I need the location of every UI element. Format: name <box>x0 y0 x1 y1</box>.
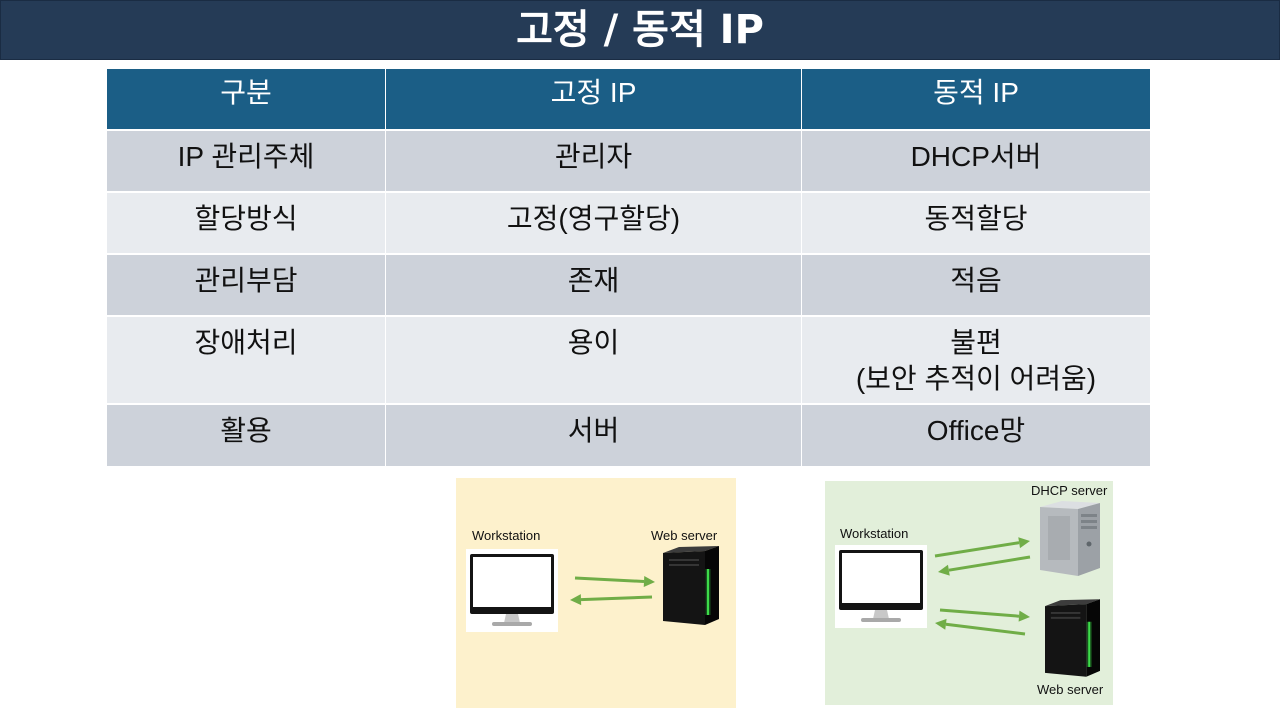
arrows-layer <box>570 575 655 606</box>
arrow-shaft <box>934 541 1020 558</box>
dynamic-ip-cell: DHCP서버 <box>802 131 1150 191</box>
arrow-head <box>570 594 582 606</box>
static-ip-diagram: Workstation Web server <box>456 478 736 708</box>
arrow-head <box>1018 610 1030 622</box>
web-server-label: Web server <box>651 528 718 543</box>
row-label: 관리부담 <box>107 255 385 315</box>
server-icon <box>663 546 719 625</box>
monitor-base <box>861 618 901 622</box>
dynamic-ip-cell: 적음 <box>802 255 1150 315</box>
column-header-dynamic-ip: 동적 IP <box>802 69 1150 129</box>
server-top-face <box>1040 501 1100 509</box>
comparison-table: 구분 고정 IP 동적 IP IP 관리주체 관리자 DHCP서버 할당방식 고… <box>107 69 1150 466</box>
row-label: 활용 <box>107 405 385 466</box>
monitor-screen <box>473 557 551 607</box>
arrow-right-icon <box>574 575 655 587</box>
server-front-face <box>663 551 705 625</box>
arrow-shaft <box>939 608 1020 618</box>
server-icon <box>1040 501 1100 576</box>
workstation-label: Workstation <box>840 526 909 541</box>
server-front-face <box>1045 604 1087 677</box>
arrow-head <box>935 618 947 630</box>
server-drive-bay <box>1050 616 1081 619</box>
static-ip-cell: 관리자 <box>386 131 801 191</box>
arrow-right-icon <box>939 608 1030 622</box>
server-drive-bay <box>1081 514 1097 517</box>
server-top-face <box>663 546 719 553</box>
arrow-head <box>643 575 655 587</box>
title-bar: 고정 / 동적 IP <box>0 0 1280 60</box>
monitor-icon <box>466 549 558 632</box>
column-header-category: 구분 <box>107 69 385 129</box>
arrow-shaft <box>948 555 1031 572</box>
dynamic-ip-cell: 불편 (보안 추적이 어려움) <box>802 317 1150 403</box>
monitor-base <box>492 622 532 626</box>
row-label: IP 관리주체 <box>107 131 385 191</box>
dynamic-ip-cell: 동적할당 <box>802 193 1150 253</box>
static-ip-cell: 고정(영구할당) <box>386 193 801 253</box>
web-server-label: Web server <box>1037 682 1104 697</box>
arrow-left-icon <box>938 555 1031 576</box>
monitor-screen <box>842 553 920 603</box>
server-icon <box>1045 599 1100 677</box>
server-drive-bay <box>1081 520 1097 523</box>
dynamic-ip-diagram: DHCP server Workstation Web server <box>825 481 1113 705</box>
server-drive-bay <box>1081 526 1097 529</box>
arrow-shaft <box>945 622 1026 636</box>
arrow-shaft <box>574 576 645 583</box>
monitor-stand <box>873 610 889 619</box>
static-ip-cell: 서버 <box>386 405 801 466</box>
arrow-shaft <box>580 595 653 602</box>
server-drive-bay <box>1050 611 1081 614</box>
arrows-layer <box>934 537 1031 636</box>
dhcp-server-label: DHCP server <box>1031 483 1108 498</box>
arrow-head <box>938 564 950 576</box>
monitor-icon <box>835 545 927 628</box>
server-power-button <box>1086 541 1092 547</box>
dynamic-ip-cell: Office망 <box>802 405 1150 466</box>
server-drive-bay <box>669 564 699 566</box>
server-top-face <box>1045 599 1100 607</box>
slide-title: 고정 / 동적 IP <box>516 7 764 53</box>
column-header-static-ip: 고정 IP <box>386 69 801 129</box>
static-ip-cell: 존재 <box>386 255 801 315</box>
row-label: 장애처리 <box>107 317 385 403</box>
arrow-left-icon <box>935 618 1026 636</box>
server-drive-bay <box>669 559 699 561</box>
static-ip-cell: 용이 <box>386 317 801 403</box>
arrow-head <box>1018 537 1030 549</box>
arrow-left-icon <box>570 594 653 606</box>
monitor-stand <box>504 614 520 623</box>
arrow-right-icon <box>934 537 1030 558</box>
workstation-label: Workstation <box>472 528 541 543</box>
server-vent-panel <box>1048 516 1070 560</box>
row-label: 할당방식 <box>107 193 385 253</box>
